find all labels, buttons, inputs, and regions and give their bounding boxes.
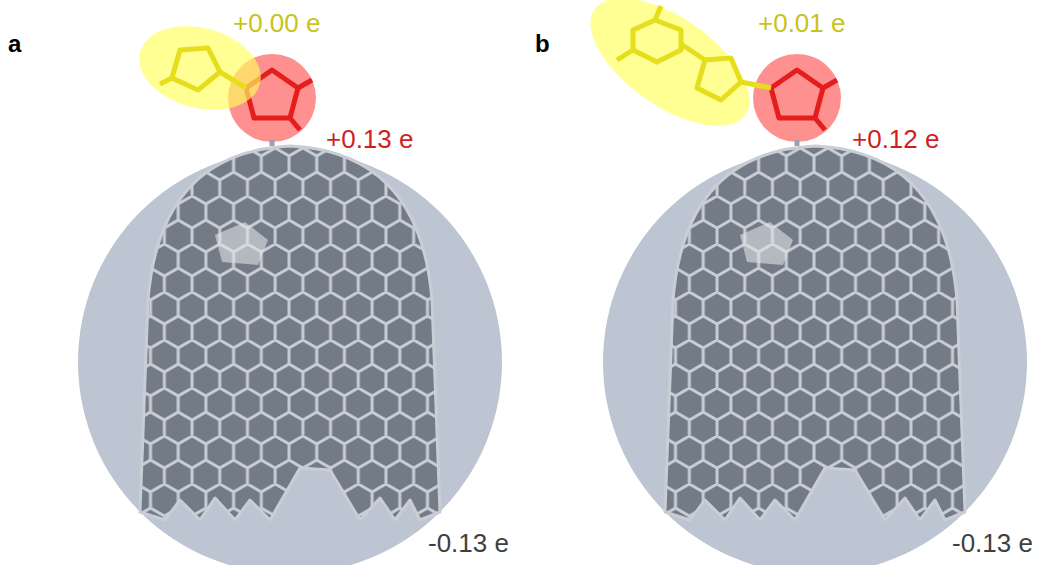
charge-label: +0.01 e <box>758 10 845 36</box>
charge-label: +0.00 e <box>233 10 320 36</box>
charge-label: +0.13 e <box>326 126 413 152</box>
panel-a-illustration <box>78 13 502 565</box>
panel-b-illustration <box>569 0 1027 565</box>
charge-label: -0.13 e <box>428 530 509 556</box>
charge-label: +0.12 e <box>852 126 939 152</box>
panel-letter: b <box>535 32 550 56</box>
charge-label: -0.13 e <box>952 530 1033 556</box>
panel-letter: a <box>8 32 21 56</box>
